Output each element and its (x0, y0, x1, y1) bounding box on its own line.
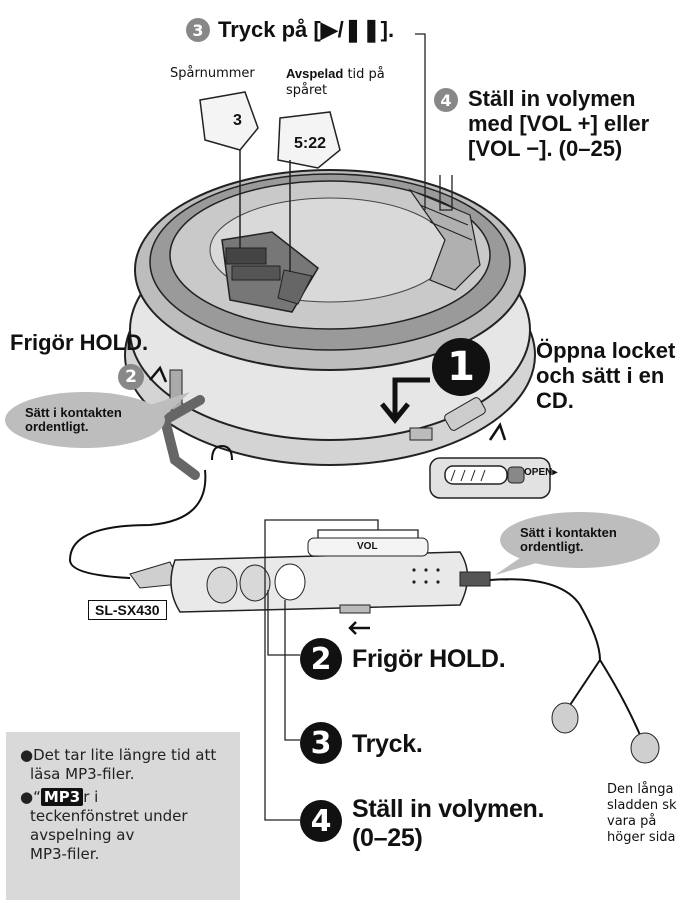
step-3-top-badge: 3 (186, 18, 210, 42)
elapsed-time-callout (277, 111, 341, 272)
note-2-line-d: MP3-filer. (30, 845, 100, 863)
elapsed-time-label-rest: tid på spåret (286, 67, 385, 98)
step-1-line: och sätt i en (536, 363, 665, 388)
earphones (489, 578, 660, 764)
note-1-line-a: Det tar lite längre tid att (33, 746, 217, 764)
bubble-right-line: ordentligt. (520, 539, 584, 554)
note-2-line-a: r i (83, 788, 99, 806)
bullet-icon: ● (20, 746, 34, 764)
bubble-left-shape (5, 392, 190, 448)
remote-step-3-text: Tryck. (352, 730, 423, 758)
open-label: OPEN▸ (524, 467, 558, 478)
remote-step-4-text: Ställ in volymen. (0–25) (352, 795, 544, 853)
step-4-top-line: med [VOL +] eller (468, 111, 650, 136)
earphone-note-line: Den långa (607, 782, 674, 797)
earphone-note: Den långa sladden sk vara på höger sida (607, 782, 684, 846)
step-4-top-badge: 4 (434, 88, 458, 112)
bubble-left-text: Sätt i kontakten ordentligt. (25, 406, 122, 434)
remote-step-4-sub: (0–25) (352, 824, 423, 852)
mp3-badge: MP3 (40, 788, 84, 806)
plug-cable (68, 395, 207, 579)
remote-step-2-text: Frigör HOLD. (352, 645, 506, 673)
remote-step-4-badge: 4 (300, 800, 342, 842)
earphone-note-line: sladden sk (607, 798, 677, 813)
note-1-line-b: läsa MP3-filer. (30, 765, 135, 783)
open-slider (429, 457, 551, 499)
remote-step-2-badge: 2 (300, 638, 342, 680)
elapsed-time-value: 5:22 (294, 135, 327, 152)
note-2-line-c: avspelning av (30, 826, 135, 844)
track-number-label: Spårnummer (170, 66, 255, 81)
bullet-icon: ● (20, 788, 34, 806)
elapsed-time-label: Avspelad tid på spåret (286, 66, 396, 98)
bubble-right-shape (495, 512, 660, 575)
remote-step-4-line: Ställ in volymen. (352, 795, 545, 823)
earphone-note-line: höger sida (607, 830, 676, 845)
model-label: SL-SX430 (88, 600, 167, 620)
bubble-left-line: Sätt i kontakten (25, 405, 122, 420)
step-1-line: Öppna locket (536, 338, 676, 363)
step-4-top-text: Ställ in volymen med [VOL +] eller [VOL … (468, 86, 649, 161)
step-2-left-badge: 2 (118, 364, 144, 390)
step-1-line: CD. (536, 388, 574, 413)
step-1-text: Öppna locket och sätt i en CD. (536, 338, 675, 413)
bubble-right-text: Sätt i kontakten ordentligt. (520, 526, 617, 554)
notes-box: ●Det tar lite längre tid att läsa MP3-fi… (6, 732, 240, 900)
step-3-top-text: Tryck på [▶/❚❚]. (218, 17, 395, 42)
vol-label: VOL (357, 541, 378, 552)
cd-player (124, 169, 536, 466)
step-1-badge: 1 (432, 338, 490, 396)
bubble-right-line: Sätt i kontakten (520, 525, 617, 540)
step-4-top-line: [VOL −]. (0–25) (468, 136, 623, 161)
note-1: ●Det tar lite längre tid att läsa MP3-fi… (20, 746, 234, 784)
step-4-top-line: Ställ in volymen (468, 86, 636, 111)
hold-left-text: Frigör HOLD. (10, 330, 149, 355)
track-number-callout (199, 91, 259, 248)
note-2-line-b: teckenfönstret under (30, 807, 188, 825)
track-number-value: 3 (233, 112, 242, 129)
remote-control (129, 537, 491, 614)
bubble-left-line: ordentligt. (25, 419, 89, 434)
headphone-icon (211, 444, 233, 461)
elapsed-time-label-bold: Avspelad (286, 66, 344, 81)
earphone-note-line: vara på (607, 814, 657, 829)
remote-step-3-badge: 3 (300, 722, 342, 764)
